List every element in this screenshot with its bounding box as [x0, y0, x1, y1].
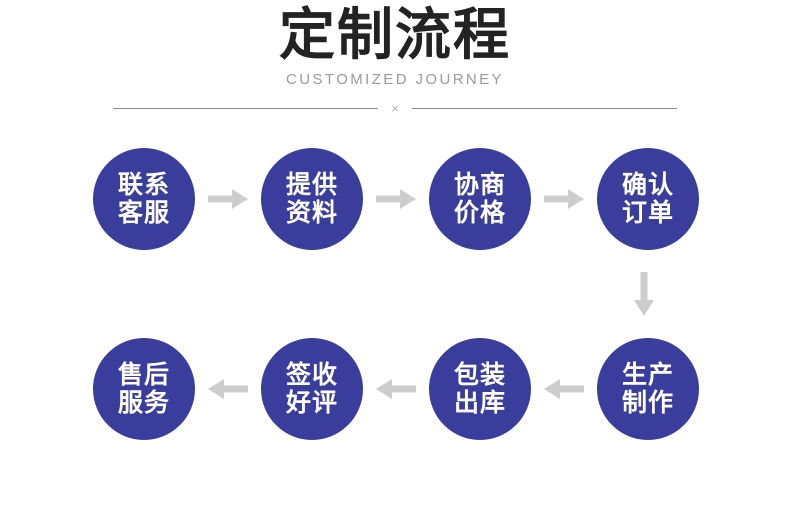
arrow-left-icon — [208, 379, 248, 399]
flow-node-after-sales-service[interactable]: 售后 服务 — [93, 338, 195, 440]
arrow-right-icon — [208, 189, 248, 209]
flow-node-label-line2: 订单 — [621, 198, 674, 227]
flow-node-production[interactable]: 生产 制作 — [597, 338, 699, 440]
flow-node-label-line2: 客服 — [117, 198, 170, 227]
flow-node-confirm-order[interactable]: 确认 订单 — [597, 148, 699, 250]
flow-node-packing-and-shipping[interactable]: 包装 出库 — [429, 338, 531, 440]
flow-node-label-line1: 协商 — [453, 170, 506, 199]
flow-node-label-line1: 签收 — [285, 360, 338, 389]
connector-arrow-right-2 — [363, 148, 429, 250]
page-subtitle: CUSTOMIZED JOURNEY — [286, 71, 504, 88]
flow-node-label-line1: 提供 — [285, 170, 338, 199]
arrow-right-icon — [544, 189, 584, 209]
connector-arrow-right-3 — [531, 148, 597, 250]
flow-node-contact-service[interactable]: 联系 客服 — [93, 148, 195, 250]
flow-node-label-line2: 好评 — [285, 388, 338, 417]
connector-arrow-left-2 — [363, 338, 429, 440]
flow-node-label-line1: 包装 — [453, 360, 506, 389]
connector-arrow-left-3 — [531, 338, 597, 440]
page-title: 定制流程 — [279, 3, 511, 68]
flow-node-sign-and-review[interactable]: 签收 好评 — [261, 338, 363, 440]
flow-node-negotiate-price[interactable]: 协商 价格 — [429, 148, 531, 250]
arrow-left-icon — [544, 379, 584, 399]
flow-node-label-line1: 联系 — [117, 170, 170, 199]
header: 定制流程 CUSTOMIZED JOURNEY — [0, 0, 790, 89]
flow-node-label-line2: 价格 — [453, 198, 506, 227]
connector-arrow-right-1 — [195, 148, 261, 250]
flow-node-label-line1: 售后 — [117, 360, 170, 389]
arrow-left-icon — [376, 379, 416, 399]
divider-rule-left — [113, 107, 378, 109]
connector-arrow-left-1 — [195, 338, 261, 440]
divider: × — [113, 99, 677, 117]
divider-x-icon: × — [391, 100, 399, 116]
flow-node-label-line2: 出库 — [453, 388, 506, 417]
flow-row-top: 联系 客服 提供 资料 协商 价格 确认 订单 — [93, 148, 699, 250]
flow-row-bottom: 售后 服务 签收 好评 包装 出库 生产 制作 — [93, 338, 699, 440]
flow-node-label-line2: 服务 — [117, 388, 170, 417]
flow-node-label-line1: 确认 — [621, 170, 674, 199]
flow-node-label-line2: 资料 — [285, 198, 338, 227]
flow-node-label-line1: 生产 — [621, 360, 674, 389]
flow-node-label-line2: 制作 — [621, 388, 674, 417]
arrow-right-icon — [376, 189, 416, 209]
flow-node-provide-materials[interactable]: 提供 资料 — [261, 148, 363, 250]
arrow-down-icon — [634, 272, 654, 316]
divider-rule-right — [412, 107, 677, 109]
connector-arrow-down — [624, 252, 664, 336]
